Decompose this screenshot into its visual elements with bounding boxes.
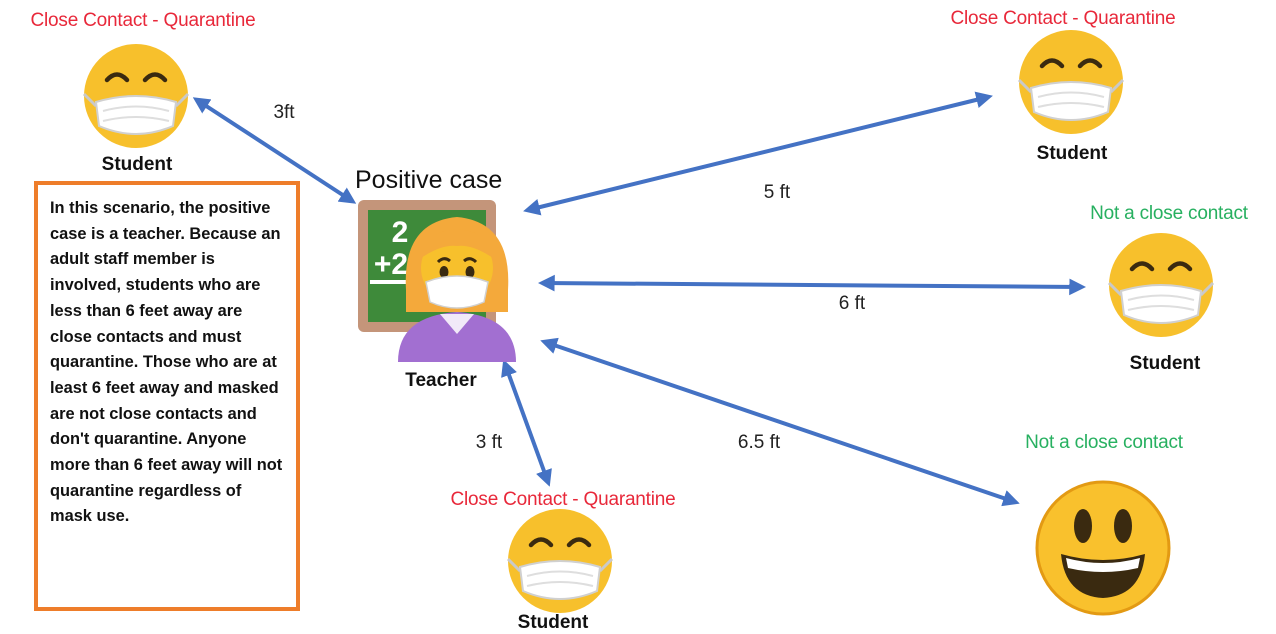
status-bottom-right: Not a close contact — [1025, 432, 1183, 453]
status-middle-right: Not a close contact — [1090, 203, 1248, 224]
chalkboard-line-1: 2 — [392, 216, 409, 249]
label-student-top-left: Student — [101, 154, 173, 175]
label-student-top-right: Student — [1036, 143, 1108, 164]
arrow-5ft — [523, 91, 993, 216]
chalkboard-line-2: +2 — [374, 248, 408, 281]
student-top-left-masked-face-icon — [84, 44, 188, 148]
status-top-right: Close Contact - Quarantine — [950, 8, 1176, 29]
student-middle-right-masked-face-icon — [1109, 233, 1213, 337]
arrow-6-5ft — [540, 337, 1020, 507]
label-student-middle-right: Student — [1129, 353, 1201, 374]
distance-bottom: 3 ft — [475, 432, 503, 453]
status-top-left: Close Contact - Quarantine — [30, 10, 256, 31]
positive-case-title: Positive case — [355, 166, 503, 194]
arrow-6ft — [537, 274, 1087, 296]
scenario-text: In this scenario, the positive case is a… — [50, 199, 283, 526]
scenario-explanation-box: In this scenario, the positive case is a… — [34, 181, 300, 611]
grinning-face-icon — [1035, 480, 1171, 616]
distance-bottom-right: 6.5 ft — [737, 432, 781, 453]
student-top-right-masked-face-icon — [1019, 30, 1123, 134]
teacher-icon — [398, 217, 516, 362]
student-bottom-masked-face-icon — [508, 509, 612, 613]
distance-middle-right: 6 ft — [838, 293, 866, 314]
label-student-bottom: Student — [517, 612, 589, 633]
status-bottom: Close Contact - Quarantine — [450, 489, 676, 510]
distance-top-left: 3ft — [273, 102, 295, 123]
distance-top-right: 5 ft — [763, 182, 791, 203]
label-teacher: Teacher — [405, 370, 477, 391]
arrow-3ft-bottom — [501, 359, 552, 487]
arrow-3ft-top-left — [192, 97, 357, 204]
